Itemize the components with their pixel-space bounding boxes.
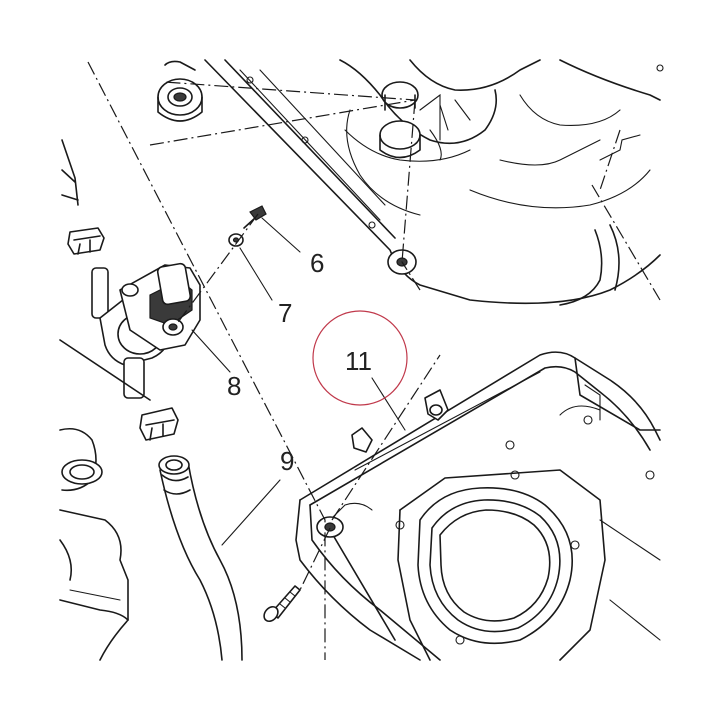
leader-lines: [191, 217, 406, 546]
hose-part-9: [158, 455, 243, 661]
callout-11-highlight-circle: [312, 310, 408, 406]
solenoid-valve-part-8: [119, 262, 201, 351]
lower-left-housing: [59, 339, 151, 661]
hose-nut-lower: [139, 407, 179, 441]
callout-8: 8: [227, 371, 241, 401]
callout-11: 11: [345, 346, 372, 376]
upper-housing: [204, 59, 664, 306]
leader-7: [239, 247, 273, 301]
leader-8: [191, 329, 231, 373]
center-lines: [87, 61, 661, 660]
leader-11: [371, 377, 406, 431]
airbox-lower-part-11: [295, 351, 661, 661]
left-pipe-assembly: [61, 139, 171, 399]
callout-6: 6: [310, 248, 324, 278]
callout-7: 7: [278, 298, 292, 328]
washer-part-7: [228, 233, 244, 247]
leader-9: [221, 479, 281, 546]
callout-9: 9: [280, 446, 294, 476]
bolt-long: [263, 585, 301, 623]
grommet-upper-left: [157, 60, 203, 122]
screw-part-6: [243, 205, 267, 229]
leader-6: [261, 217, 301, 253]
